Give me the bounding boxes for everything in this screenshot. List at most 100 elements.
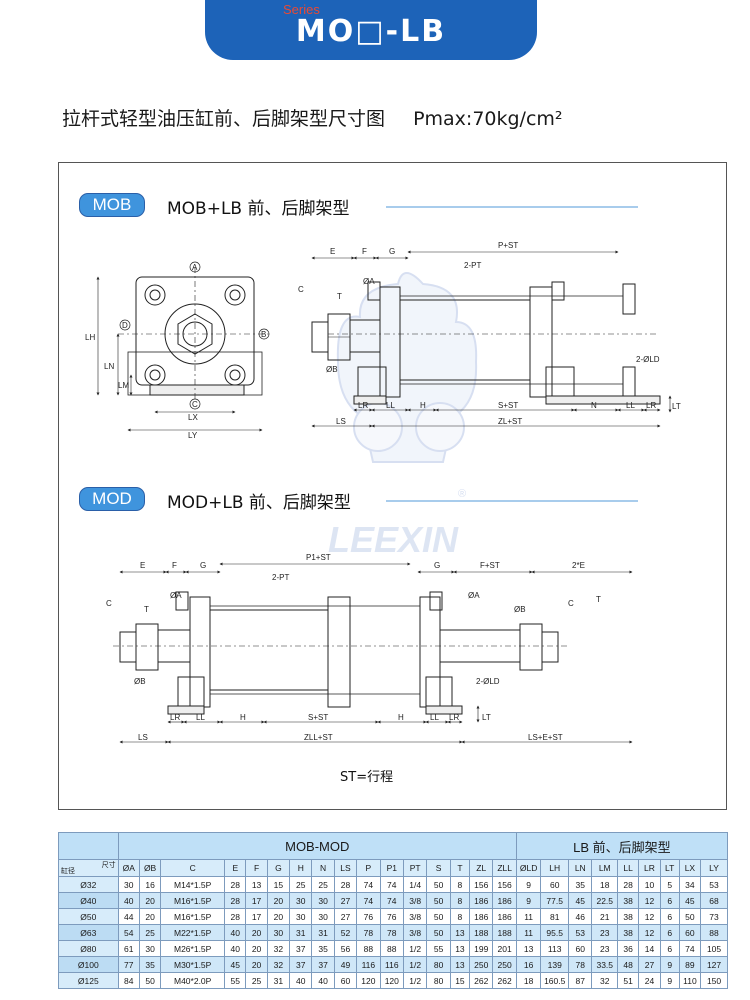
front-label-lh: LH — [85, 333, 95, 342]
table-cell: 201 — [492, 940, 517, 957]
table-column-header: LM — [591, 859, 619, 877]
mod-label-t1: T — [144, 605, 149, 614]
corner-bore-label: 缸径 — [61, 868, 75, 875]
table-cell: 8 — [449, 876, 471, 893]
front-label-lx: LX — [188, 413, 198, 422]
mod-label-ob1: ØB — [134, 677, 146, 686]
table-cell: 74 — [379, 876, 405, 893]
table-group-mob-mod: MOB-MOD — [117, 832, 517, 860]
table-cell: 250 — [492, 956, 517, 973]
table-cell: 35 — [568, 876, 593, 893]
table-cell: 23 — [591, 940, 619, 957]
table-corner-header: 尺寸 缸径 — [58, 859, 119, 877]
table-cell: 28 — [224, 876, 247, 893]
mob-label-ld: 2-ØLD — [636, 355, 660, 364]
table-cell: 12 — [638, 908, 661, 925]
table-cell: 15 — [449, 972, 471, 989]
table-cell: 74 — [356, 876, 381, 893]
table-cell: 27 — [638, 956, 661, 973]
table-cell: 3/8 — [402, 924, 428, 941]
table-cell: M26*1.5P — [160, 940, 226, 957]
front-label-c: C — [192, 400, 198, 409]
table-cell: 53 — [568, 924, 593, 941]
mod-label-h2: H — [398, 713, 404, 722]
table-cell: 40 — [117, 892, 140, 909]
table-cell: 20 — [138, 908, 162, 925]
table-cell: 77.5 — [540, 892, 570, 909]
table-cell: 13 — [449, 940, 471, 957]
table-cell: 28 — [224, 908, 247, 925]
table-cell: 32 — [591, 972, 619, 989]
table-cell: 38 — [617, 892, 640, 909]
table-cell: 27 — [333, 908, 358, 925]
table-cell: 6 — [659, 908, 680, 925]
table-cell: 11 — [515, 924, 542, 941]
table-cell: 23 — [591, 924, 619, 941]
table-cell: 55 — [426, 940, 451, 957]
table-cell: 10 — [638, 876, 661, 893]
table-cell: 53 — [700, 876, 728, 893]
mod-label-ld: 2-ØLD — [476, 677, 500, 686]
table-cell: 73 — [700, 908, 728, 925]
table-cell: 28 — [617, 876, 640, 893]
table-cell: 9 — [515, 876, 542, 893]
table-cell: 31 — [289, 924, 313, 941]
mod-label-h1: H — [240, 713, 246, 722]
table-column-header: ZL — [468, 859, 494, 877]
table-cell: 262 — [492, 972, 517, 989]
mob-label-sst: S+ST — [498, 401, 518, 410]
page-title-main: 拉杆式轻型油压缸前、后脚架型尺寸图 — [62, 108, 386, 130]
table-cell: 120 — [356, 972, 381, 989]
mod-label-oa1: ØA — [170, 591, 182, 600]
table-cell: 5 — [659, 876, 680, 893]
mod-label-oa2: ØA — [468, 591, 480, 600]
table-cell: 16 — [138, 876, 162, 893]
table-cell: 76 — [356, 908, 381, 925]
table-column-header: PT — [402, 859, 428, 877]
mod-label-g1: G — [200, 561, 206, 570]
table-cell: 12 — [638, 924, 661, 941]
table-cell: 28 — [333, 876, 358, 893]
table-cell: 156 — [492, 876, 517, 893]
table-cell: 54 — [117, 924, 140, 941]
table-cell: 88 — [356, 940, 381, 957]
table-cell: 30 — [117, 876, 140, 893]
table-cell: 84 — [117, 972, 140, 989]
table-cell: 110 — [678, 972, 702, 989]
front-label-b: B — [261, 330, 266, 339]
table-column-header: E — [224, 859, 247, 877]
table-column-header: LH — [540, 859, 570, 877]
table-cell: 30 — [311, 908, 335, 925]
table-cell: 20 — [266, 892, 291, 909]
table-cell: 87 — [568, 972, 593, 989]
page-title-pmax: Pmax:70kg/cm² — [413, 108, 563, 130]
table-cell: 48 — [617, 956, 640, 973]
table-bore-cell: Ø63 — [58, 924, 119, 941]
table-cell: 36 — [617, 940, 640, 957]
front-label-ln: LN — [104, 362, 114, 371]
table-cell: M22*1.5P — [160, 924, 226, 941]
corner-size-label: 尺寸 — [101, 862, 116, 869]
watermark-registered-mark: ® — [458, 488, 466, 500]
table-cell: 30 — [289, 908, 313, 925]
table-cell: 44 — [117, 908, 140, 925]
table-cell: 20 — [266, 908, 291, 925]
table-cell: 60 — [333, 972, 358, 989]
table-cell: 22.5 — [591, 892, 619, 909]
series-header-badge: Series MO□-LB — [205, 0, 537, 60]
table-cell: 49 — [333, 956, 358, 973]
table-cell: 20 — [245, 940, 268, 957]
table-cell: 37 — [311, 956, 335, 973]
table-cell: 40 — [311, 972, 335, 989]
table-cell: 25 — [289, 876, 313, 893]
table-group-lb: LB 前、后脚架型 — [515, 832, 729, 860]
table-column-header: LT — [659, 859, 680, 877]
table-cell: 61 — [117, 940, 140, 957]
table-cell: 78 — [568, 956, 593, 973]
table-cell: 45 — [678, 892, 702, 909]
table-cell: M14*1.5P — [160, 876, 226, 893]
table-cell: 13 — [245, 876, 268, 893]
table-cell: 6 — [659, 940, 680, 957]
